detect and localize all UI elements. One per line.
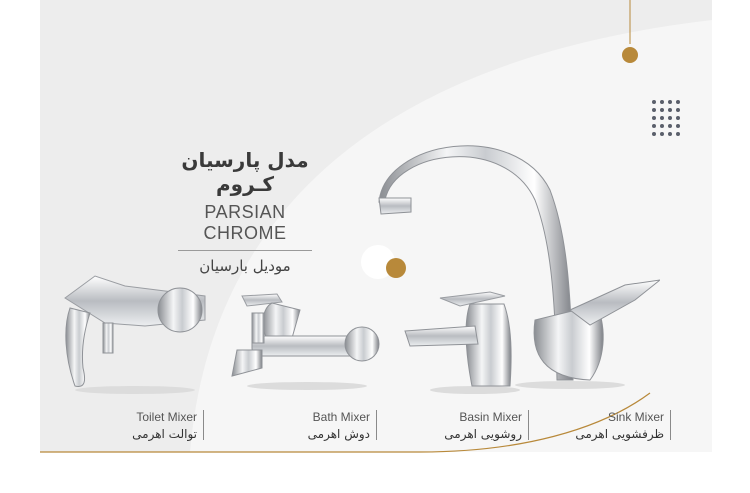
label-divider [203, 410, 204, 440]
product-label-sink-mixer: Sink Mixer ظرفشویی اهرمی [565, 410, 671, 441]
label-divider [670, 410, 671, 440]
product-name-fa: ظرفشویی اهرمی [575, 427, 664, 441]
product-label-bath-mixer: Bath Mixer دوش اهرمی [282, 410, 377, 441]
product-label-toilet-mixer: Toilet Mixer توالت اهرمی [105, 410, 204, 441]
product-name-fa: توالت اهرمی [132, 427, 197, 441]
title-divider [178, 250, 312, 251]
subtitle-persian: موديل بارسيان [199, 257, 291, 275]
label-divider [376, 410, 377, 440]
toilet-mixer-image [64, 275, 206, 394]
label-divider [528, 410, 529, 440]
product-name-en: Basin Mixer [459, 410, 522, 424]
product-label-basin-mixer: Basin Mixer روشویی اهرمی [430, 410, 529, 441]
title-persian: مدل پارسیان کـروم [181, 148, 309, 196]
product-name-en: Sink Mixer [607, 410, 664, 424]
product-name-fa: دوش اهرمی [307, 427, 370, 441]
title-english: PARSIAN CHROME [203, 202, 287, 243]
product-name-fa: روشویی اهرمی [444, 427, 522, 441]
collection-heading: مدل پارسیان کـروم PARSIAN CHROME موديل ب… [170, 148, 320, 275]
bath-mixer-image [231, 293, 380, 390]
sink-mixer-image [378, 145, 660, 389]
decorative-dot-grid [652, 100, 680, 136]
product-name-en: Toilet Mixer [136, 410, 197, 424]
product-name-en: Bath Mixer [312, 410, 370, 424]
basin-mixer-image [404, 291, 520, 394]
